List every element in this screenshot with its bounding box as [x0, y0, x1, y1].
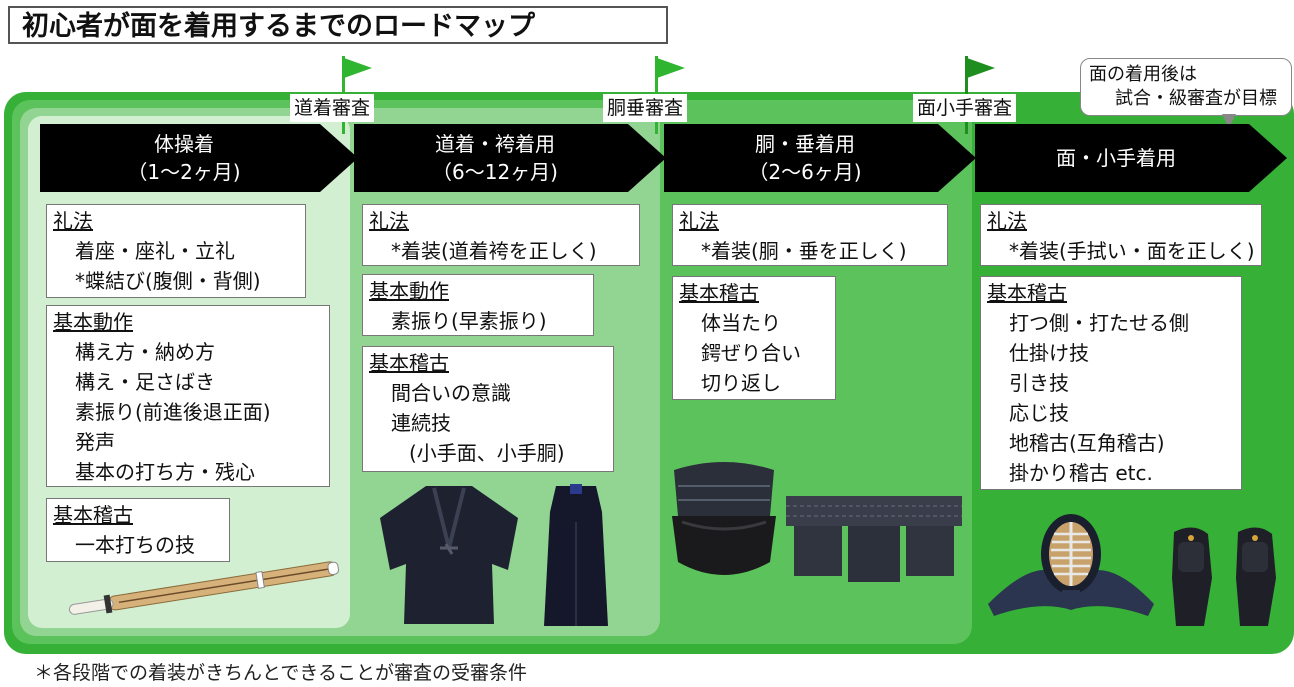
goal-note-line2: 試合・級審査が目標	[1115, 88, 1277, 109]
stage2-kihon-keiko-box: 基本稽古 間合いの意識 連続技 (小手面、小手胴)	[362, 346, 614, 472]
section-heading: 基本稽古	[53, 503, 133, 527]
list-item: 発声	[75, 430, 115, 454]
stage1-kihon-keiko-box: 基本稽古 一本打ちの技	[46, 498, 230, 562]
checkpoint-label: 道着審査	[290, 94, 375, 122]
stage2-kihon-dousa-box: 基本動作 素振り(早素振り)	[362, 274, 594, 336]
kote-image	[1172, 527, 1276, 626]
stage-title: 面・小手着用	[1056, 146, 1176, 170]
stage-title: 道着・袴着用	[435, 132, 555, 156]
list-item: 基本の打ち方・残心	[75, 460, 255, 484]
stage-header-1: 体操着 （1～2ヶ月)	[40, 124, 358, 192]
stage1-reihou-box: 礼法 着座・座礼・立礼 *蝶結び(腹側・背側)	[46, 204, 306, 298]
stage-duration: （6～12ヶ月)	[432, 160, 558, 184]
list-item: 構え・足さばき	[75, 370, 215, 394]
stage-title: 体操着	[154, 132, 214, 156]
stage-title: 胴・垂着用	[755, 132, 855, 156]
men-image	[988, 514, 1154, 616]
footer-note: ＊各段階での着装がきちんとできることが審査の受審条件	[34, 662, 528, 684]
stage-header-3: 胴・垂着用 （2～6ヶ月)	[664, 124, 976, 192]
list-item: *着装(手拭い・面を正しく)	[1009, 239, 1255, 263]
list-item: 素振り(前進後退正面)	[75, 400, 271, 424]
stage3-kihon-keiko-box: 基本稽古 体当たり 鍔ぜり合い 切り返し	[672, 276, 836, 400]
list-item: *着装(胴・垂を正しく)	[701, 239, 907, 263]
page-title: 初心者が面を着用するまでのロードマップ	[8, 6, 668, 44]
stage4-kihon-keiko-box: 基本稽古 打つ側・打たせる側 仕掛け技 引き技 応じ技 地稽古(互角稽古) 掛か…	[980, 276, 1242, 490]
list-item: 構え方・納め方	[75, 340, 215, 364]
list-item: 地稽古(互角稽古)	[1009, 431, 1165, 455]
section-heading: 礼法	[53, 209, 93, 233]
stage-header-4: 面・小手着用	[975, 124, 1287, 192]
list-item: (小手面、小手胴)	[409, 441, 565, 465]
goal-note-line1: 面の着用後は	[1089, 64, 1197, 85]
list-item: 素振り(早素振り)	[391, 309, 547, 333]
section-heading: 礼法	[369, 209, 409, 233]
section-heading: 基本稽古	[679, 281, 759, 305]
section-heading: 礼法	[679, 209, 719, 233]
do-image	[672, 462, 776, 575]
checkpoint-label: 面小手審査	[913, 94, 1017, 122]
stage4-reihou-box: 礼法 *着装(手拭い・面を正しく)	[980, 204, 1262, 266]
list-item: 間合いの意識	[391, 381, 511, 405]
list-item: 切り返し	[701, 371, 781, 395]
section-heading: 基本稽古	[369, 351, 449, 375]
checkpoint-label: 胴垂審査	[603, 94, 688, 122]
section-heading: 基本動作	[369, 279, 449, 303]
list-item: 引き技	[1009, 371, 1069, 395]
stage-duration: （1～2ヶ月)	[127, 160, 241, 184]
list-item: 打つ側・打たせる側	[1009, 311, 1189, 335]
list-item: 応じ技	[1009, 401, 1069, 425]
tare-image	[786, 496, 962, 582]
list-item: 体当たり	[701, 311, 781, 335]
section-heading: 礼法	[987, 209, 1027, 233]
list-item: 掛かり稽古 etc.	[1009, 461, 1153, 485]
list-item: 連続技	[391, 411, 451, 435]
stage2-reihou-box: 礼法 *着装(道着袴を正しく)	[362, 204, 640, 266]
stage-header-2: 道着・袴着用 （6～12ヶ月)	[354, 124, 666, 192]
stage-duration: （2～6ヶ月)	[748, 160, 862, 184]
list-item: 一本打ちの技	[75, 533, 195, 557]
hakama-image	[544, 484, 608, 626]
list-item: 着座・座礼・立礼	[75, 239, 235, 263]
section-heading: 基本稽古	[987, 281, 1067, 305]
dogi-image	[380, 486, 518, 624]
list-item: 鍔ぜり合い	[701, 341, 801, 365]
stage3-reihou-box: 礼法 *着装(胴・垂を正しく)	[672, 204, 948, 266]
list-item: 仕掛け技	[1009, 341, 1089, 365]
stage1-kihon-dousa-box: 基本動作 構え方・納め方 構え・足さばき 素振り(前進後退正面) 発声 基本の打…	[46, 305, 330, 487]
section-heading: 基本動作	[53, 310, 133, 334]
shinai-image	[68, 561, 340, 615]
goal-note: 面の着用後は 試合・級審査が目標	[1080, 58, 1292, 116]
list-item: *着装(道着袴を正しく)	[391, 239, 597, 263]
list-item: *蝶結び(腹側・背側)	[75, 269, 261, 293]
